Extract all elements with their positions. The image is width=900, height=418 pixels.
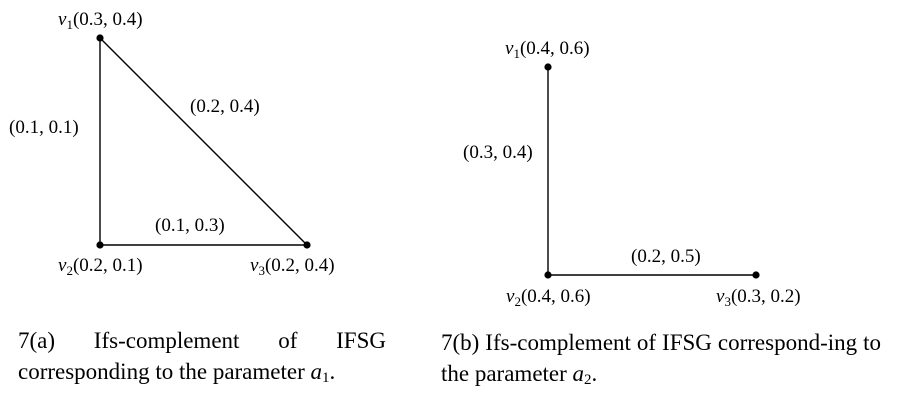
caption-a-text: 7(a) Ifs-complement of IFSG correspondin… [18, 328, 386, 384]
caption-b-param-sub: 2 [584, 372, 592, 388]
vertex-b-v2 [544, 271, 552, 279]
caption-a-param-sub: 1 [322, 370, 330, 386]
caption-figure-b: 7(b) Ifs-complement of IFSG correspond-i… [441, 327, 881, 389]
vertex-label-a-v2: v2(0.2, 0.1) [58, 255, 143, 278]
vertex-b-v3 [752, 271, 760, 279]
caption-figure-a: 7(a) Ifs-complement of IFSG correspondin… [18, 325, 386, 387]
caption-b-end: . [591, 361, 598, 386]
vertex-a-v1 [96, 34, 104, 42]
vertex-label-a-v3: v3(0.2, 0.4) [250, 255, 335, 278]
figure-b-graph: v1(0.4, 0.6) v2(0.4, 0.6) v3(0.3, 0.2) (… [463, 38, 801, 309]
vertex-label-b-v2: v2(0.4, 0.6) [506, 286, 591, 309]
caption-b-param: a [572, 361, 585, 386]
vertex-b-v1 [544, 63, 552, 71]
vertex-label-b-v1: v1(0.4, 0.6) [505, 38, 590, 61]
caption-b-text: 7(b) Ifs-complement of IFSG correspond-i… [441, 330, 881, 386]
edge-label-b-v2-v3: (0.2, 0.5) [631, 246, 701, 267]
edge-a-v1-v3 [99, 37, 308, 246]
figure-a-graph: v1(0.3, 0.4) v2(0.2, 0.1) v3(0.2, 0.4) (… [9, 9, 335, 278]
vertex-label-a-v1: v1(0.3, 0.4) [58, 9, 143, 32]
edge-label-a-v1-v2: (0.1, 0.1) [9, 117, 79, 138]
edge-label-a-v2-v3: (0.1, 0.3) [155, 215, 225, 236]
vertex-a-v3 [303, 241, 311, 249]
edge-label-a-v1-v3: (0.2, 0.4) [190, 96, 260, 117]
edge-label-b-v1-v2: (0.3, 0.4) [463, 142, 533, 163]
caption-a-param: a [310, 359, 323, 384]
caption-a-end: . [329, 359, 336, 384]
vertex-label-b-v3: v3(0.3, 0.2) [716, 286, 801, 309]
vertex-a-v2 [96, 241, 104, 249]
